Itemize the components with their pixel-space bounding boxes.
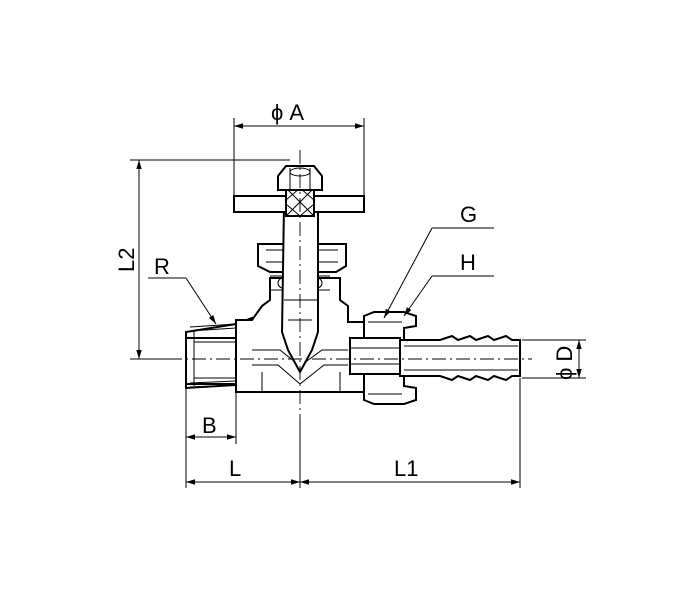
handwheel	[233, 165, 365, 217]
label-l: L	[229, 456, 241, 481]
dimension-l1: L1	[300, 378, 521, 488]
dimension-b: B	[185, 388, 237, 488]
label-g: G	[460, 202, 477, 227]
valve-body	[185, 277, 365, 393]
dimension-l2: L2	[114, 159, 290, 360]
leader-g: G	[383, 202, 494, 319]
label-h: H	[460, 250, 476, 275]
dimension-phi-a: ϕ A	[233, 100, 365, 196]
label-b: B	[202, 413, 217, 438]
dimension-l: L	[186, 420, 301, 488]
label-phi-a: ϕ A	[271, 100, 304, 125]
dimension-phi-d: ϕ D	[522, 339, 586, 380]
leader-r: R	[148, 254, 217, 325]
leader-h: H	[403, 250, 494, 317]
label-l1: L1	[394, 456, 418, 481]
label-phi-d: ϕ D	[552, 346, 577, 380]
label-l2: L2	[114, 248, 139, 272]
outlet-fitting	[349, 311, 521, 405]
label-r: R	[154, 254, 170, 279]
